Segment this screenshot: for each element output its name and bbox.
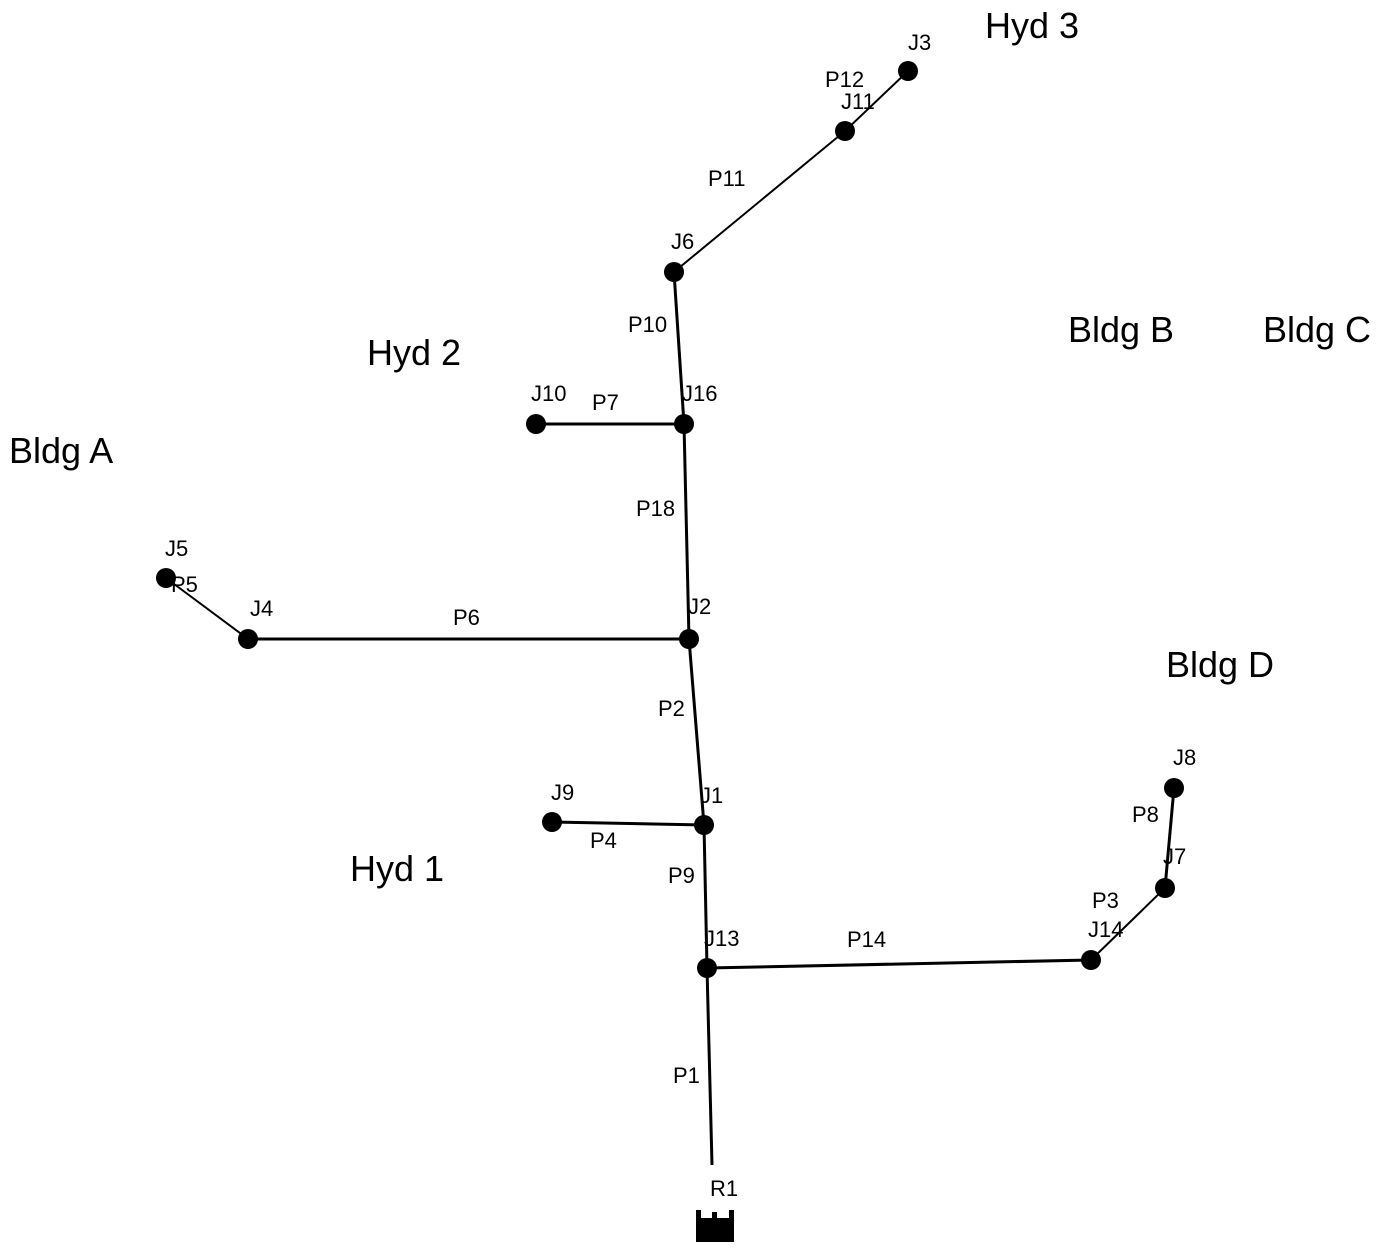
junction-j4-label: J4 [250,596,273,621]
area-hyd1-label: Hyd 1 [350,848,444,889]
pipe-p3[interactable] [1090,887,1166,961]
junction-j9-node[interactable] [542,812,562,832]
area-bldg-d-label: Bldg D [1166,644,1274,685]
pipe-p11-label: P11 [708,166,746,191]
junction-j16-label: J16 [682,381,717,406]
junction-j2-label: J2 [688,594,711,619]
pipe-p7-label: P7 [592,390,619,415]
area-hyd2-label: Hyd 2 [367,332,461,373]
junction-j16-node[interactable] [674,414,694,434]
area-hyd3-label: Hyd 3 [985,5,1079,46]
pipe-p4[interactable] [551,820,705,827]
reservoir-r1-icon[interactable] [696,1210,734,1242]
pipe-p18[interactable] [682,423,691,640]
junction-j10-node[interactable] [526,414,546,434]
pipe-p11[interactable] [673,130,846,273]
pipe-p14[interactable] [706,958,1092,970]
pipe-p10-label: P10 [628,312,667,337]
junction-j5-label: J5 [165,536,188,561]
pipe-p9[interactable] [702,824,709,969]
pipe-p14-label: P14 [847,927,886,952]
pipe-p8[interactable] [1163,787,1176,889]
junction-j2-node[interactable] [679,629,699,649]
area-bldg-a-label: Bldg A [9,430,113,471]
pipe-p4-label: P4 [590,828,617,853]
junction-j3-node[interactable] [898,61,918,81]
pipe-p9-label: P9 [668,863,695,888]
pipe-p10[interactable] [672,271,686,425]
junction-j6-label: J6 [671,229,694,254]
junction-j11-node[interactable] [835,121,855,141]
junction-j7-label: J7 [1163,844,1186,869]
pipe-p2-label: P2 [658,696,685,721]
junction-j7-node[interactable] [1155,878,1175,898]
pipe-p5-label: P5 [171,572,198,597]
reservoir-r1-label: R1 [710,1176,738,1201]
junction-j11-label: J11 [841,89,875,114]
pipe-p3-label: P3 [1092,888,1119,913]
pipe-p6-label: P6 [453,605,480,630]
area-bldg-c-label: Bldg C [1263,309,1371,350]
junction-j6-node[interactable] [664,262,684,282]
junction-j4-node[interactable] [238,629,258,649]
junction-j13-node[interactable] [697,958,717,978]
pipe-p1[interactable] [705,967,714,1166]
area-bldg-b-label: Bldg B [1068,309,1174,350]
pipe-p5[interactable] [165,577,249,640]
pipe-p12-label: P12 [825,67,864,92]
junction-j8-node[interactable] [1164,778,1184,798]
junction-j13-label: J13 [704,926,739,951]
pipe-p12[interactable] [844,70,909,132]
pipe-p8-label: P8 [1132,802,1159,827]
junction-j9-label: J9 [551,780,574,805]
junction-j5-node[interactable] [156,568,176,588]
junction-j10-label: J10 [531,381,566,406]
pipe-p18-label: P18 [636,496,675,521]
junction-j8-label: J8 [1173,745,1196,770]
junction-j14-label: J14 [1088,917,1123,942]
pipe-p2[interactable] [687,638,706,826]
junction-j14-node[interactable] [1081,950,1101,970]
junction-j1-node[interactable] [694,815,714,835]
junction-j1-label: J1 [700,783,723,808]
pipe-p1-label: P1 [673,1063,700,1088]
junction-j3-label: J3 [908,30,931,55]
